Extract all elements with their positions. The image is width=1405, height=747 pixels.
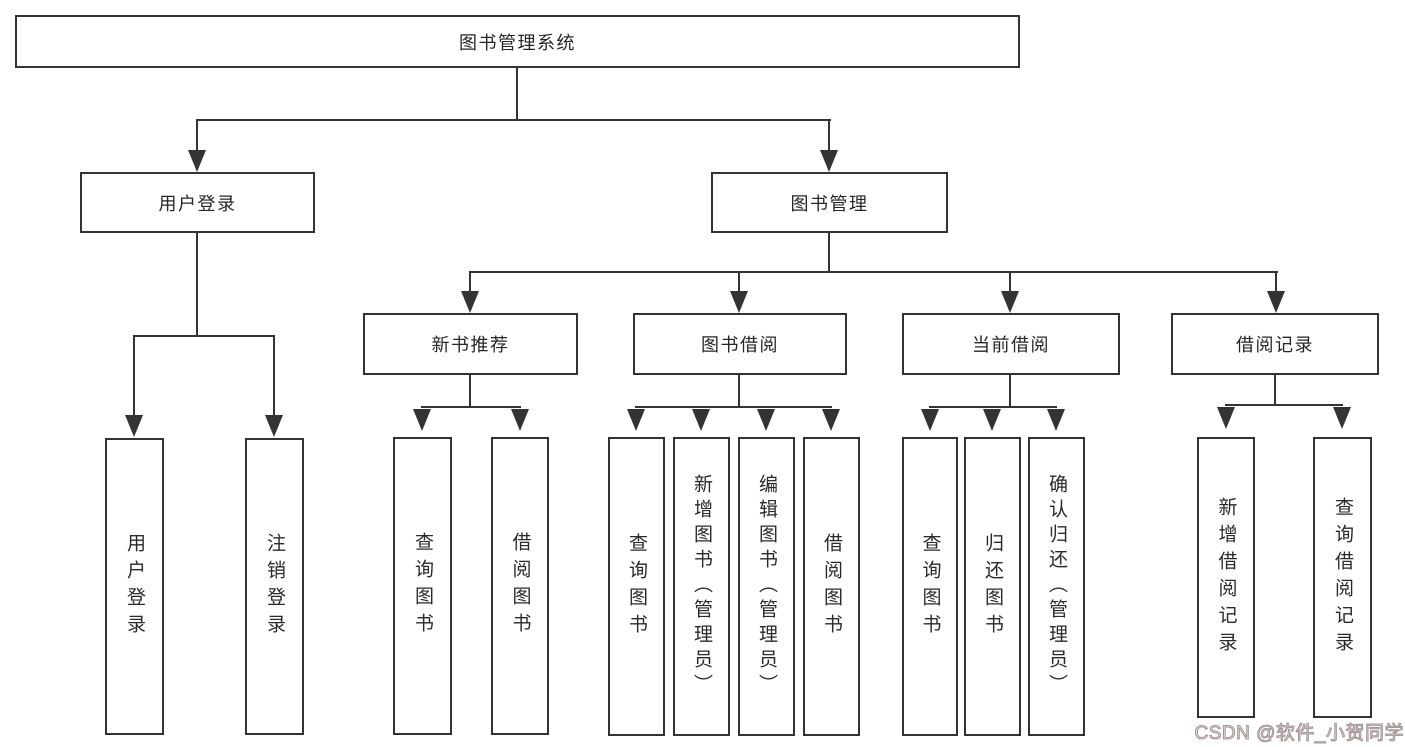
node-book-borrowing: 图书借阅	[633, 313, 847, 375]
connector-stem	[273, 335, 275, 416]
node-label: 编辑图书（管理员）	[756, 474, 777, 699]
node-label: 借阅图书	[509, 532, 531, 640]
node-label: 图书借阅	[701, 335, 779, 355]
arrowhead-down-icon	[188, 150, 206, 172]
node-label: 查询图书	[412, 532, 433, 640]
connector-stem	[469, 375, 471, 408]
node-label: 新书推荐	[431, 335, 510, 355]
arrowhead-down-icon	[822, 409, 840, 431]
connector-bus	[635, 406, 832, 408]
connector-bus	[421, 406, 521, 408]
node-label: 借阅记录	[1236, 335, 1314, 355]
arrowhead-down-icon	[1047, 409, 1065, 431]
leaf-confirm-return-admin: 确认归还（管理员）	[1028, 437, 1085, 736]
node-label: 查询图书	[626, 532, 647, 641]
arrowhead-down-icon	[125, 415, 143, 437]
node-label: 新增图书（管理员）	[691, 474, 712, 699]
node-label: 查询借阅记录	[1332, 496, 1353, 659]
connector-l2-bus	[196, 119, 831, 121]
node-label: 查询图书	[919, 532, 941, 641]
node-current-borrowing: 当前借阅	[902, 313, 1120, 375]
connector-bus	[1225, 404, 1343, 406]
connector-stem	[469, 271, 471, 292]
node-label: 新增借阅记录	[1215, 496, 1237, 659]
arrowhead-down-icon	[983, 409, 1001, 431]
leaf-borrow-books-2: 借阅图书	[803, 437, 860, 736]
node-label: 图书管理系统	[459, 32, 576, 53]
leaf-add-book-admin: 新增图书（管理员）	[673, 437, 730, 736]
arrowhead-down-icon	[265, 415, 283, 437]
leaf-edit-book-admin: 编辑图书（管理员）	[738, 437, 795, 736]
connector-stem	[738, 271, 740, 292]
node-label: 当前借阅	[972, 335, 1050, 355]
arrowhead-down-icon	[1217, 407, 1235, 429]
leaf-query-books-3: 查询图书	[902, 437, 958, 736]
node-label: 图书管理	[790, 193, 869, 214]
connector-root-stem	[516, 68, 518, 120]
connector-stem	[196, 233, 198, 337]
leaf-query-borrow-record: 查询借阅记录	[1313, 437, 1372, 718]
connector-stem	[196, 119, 198, 151]
node-borrowing-records: 借阅记录	[1171, 313, 1379, 375]
leaf-add-borrow-record: 新增借阅记录	[1197, 437, 1255, 718]
connector-stem	[828, 119, 830, 151]
leaf-logout-login: 注销登录	[245, 438, 304, 735]
arrowhead-down-icon	[461, 291, 479, 313]
connector-stem	[1009, 271, 1011, 292]
connector-stem	[1274, 375, 1276, 406]
node-label: 用户登录	[124, 532, 145, 641]
leaf-return-book: 归还图书	[964, 437, 1021, 736]
node-user-login: 用户登录	[80, 172, 315, 233]
arrowhead-down-icon	[1001, 291, 1019, 313]
leaf-query-books-1: 查询图书	[393, 437, 452, 735]
node-label: 注销登录	[264, 532, 285, 641]
node-book-management: 图书管理	[711, 172, 948, 233]
arrowhead-down-icon	[820, 150, 838, 172]
csdn-watermark: CSDN @软件_小贺同学	[1194, 723, 1404, 745]
connector-stem	[1275, 271, 1277, 292]
node-label: 借阅图书	[821, 532, 842, 641]
connector-bus	[133, 335, 275, 337]
arrowhead-down-icon	[757, 409, 775, 431]
arrowhead-down-icon	[692, 409, 710, 431]
node-library-management-system: 图书管理系统	[15, 15, 1020, 68]
connector-stem	[133, 335, 135, 416]
connector-l3-bus	[469, 271, 1278, 273]
arrowhead-down-icon	[1267, 291, 1285, 313]
arrowhead-down-icon	[413, 409, 431, 431]
connector-stem	[738, 375, 740, 408]
node-label: 确认归还（管理员）	[1046, 474, 1067, 699]
node-label: 归还图书	[982, 532, 1003, 641]
arrowhead-down-icon	[730, 291, 748, 313]
arrowhead-down-icon	[511, 409, 529, 431]
connector-stem	[1009, 375, 1011, 408]
arrowhead-down-icon	[1333, 407, 1351, 429]
leaf-borrow-books-1: 借阅图书	[491, 437, 549, 735]
leaf-query-books-2: 查询图书	[608, 437, 665, 736]
leaf-user-login: 用户登录	[105, 438, 164, 735]
connector-bus	[929, 406, 1057, 408]
arrowhead-down-icon	[627, 409, 645, 431]
arrowhead-down-icon	[921, 409, 939, 431]
node-label: 用户登录	[158, 193, 237, 214]
node-new-book-recommendation: 新书推荐	[363, 313, 578, 375]
connector-stem	[828, 233, 830, 273]
